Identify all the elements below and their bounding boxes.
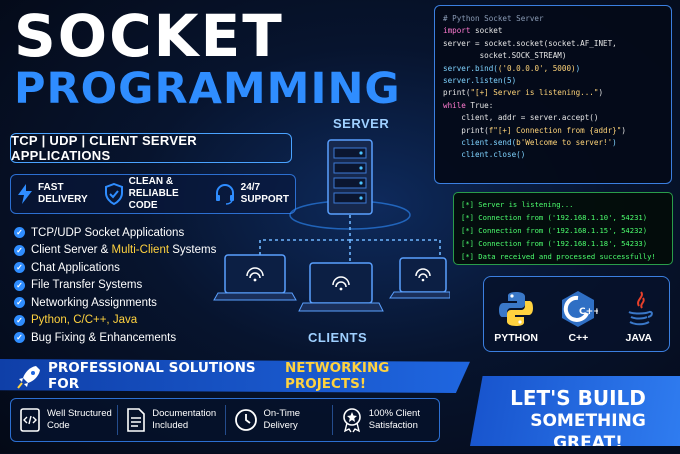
- check-icon: ✓: [14, 279, 25, 291]
- cta-banner: LET'S BUILD SOMETHING GREAT!: [470, 376, 680, 446]
- language-python: PYTHON: [494, 289, 538, 344]
- language-label: JAVA: [625, 331, 652, 344]
- list-item: ✓File Transfer Systems: [14, 277, 216, 295]
- document-icon: [127, 408, 146, 432]
- solutions-banner: PROFESSIONAL SOLUTIONS FOR NETWORKING PR…: [0, 359, 470, 393]
- feature-line1: CLEAN &: [128, 176, 174, 187]
- feature-clean-code: CLEAN &RELIABLE CODE: [104, 176, 198, 212]
- language-cpp: C++ C++: [558, 289, 598, 344]
- svg-text:C++: C++: [579, 307, 598, 317]
- cpp-logo-icon: C++: [562, 290, 598, 327]
- connection-lines: [259, 215, 441, 265]
- code-panel: # Python Socket Server import socket ser…: [434, 5, 672, 184]
- check-icon: ✓: [14, 332, 25, 344]
- feature-line2: DELIVERY: [38, 194, 88, 205]
- language-java: JAVA: [619, 289, 659, 344]
- laptop-icon: [389, 257, 450, 299]
- languages-panel: PYTHON C++ C++ JAVA: [483, 276, 670, 352]
- code-file-icon: [20, 408, 40, 432]
- list-item: ✓Client Server & Multi-Client Systems: [14, 242, 216, 260]
- headset-icon: [215, 184, 234, 205]
- cta-line2: SOMETHING GREAT!: [530, 411, 646, 453]
- banner-highlight: NETWORKING PROJECTS!: [284, 360, 390, 392]
- list-item: ✓Python, C/C++, Java: [14, 312, 216, 330]
- feature-line2: RELIABLE CODE: [128, 188, 179, 211]
- check-icon: ✓: [14, 297, 25, 309]
- list-item: ✓TCP/UDP Socket Applications: [14, 224, 216, 242]
- tagline-text: TCP | UDP | CLIENT SERVER APPLICATIONS: [11, 133, 197, 163]
- rocket-icon: [17, 366, 40, 389]
- clients-label: CLIENTS: [308, 330, 368, 345]
- list-item: ✓Chat Applications: [14, 259, 216, 277]
- clock-icon: [234, 409, 257, 431]
- python-logo-icon: [499, 291, 534, 326]
- tagline-box: TCP | UDP | CLIENT SERVER APPLICATIONS: [10, 133, 292, 163]
- lightning-icon: [18, 184, 32, 204]
- page-subtitle: PROGRAMMING: [14, 64, 401, 114]
- list-item: ✓Bug Fixing & Enhancements: [14, 329, 216, 347]
- shield-check-icon: [104, 183, 123, 205]
- feature-line1: FAST: [38, 182, 64, 193]
- award-badge-icon: [342, 408, 361, 433]
- check-icon: ✓: [14, 314, 25, 326]
- server-icon: [327, 139, 373, 215]
- check-icon: ✓: [14, 244, 25, 256]
- server-label: SERVER: [333, 116, 390, 131]
- language-label: PYTHON: [494, 331, 538, 344]
- cta-line1: LET'S BUILD: [510, 386, 646, 410]
- laptop-icon: [213, 254, 297, 301]
- java-logo-icon: [628, 290, 653, 325]
- list-item: ✓Networking Assignments: [14, 294, 216, 312]
- check-icon: ✓: [14, 262, 25, 274]
- banner-text: PROFESSIONAL SOLUTIONS FOR: [48, 360, 256, 392]
- feature-line2: SUPPORT: [240, 194, 289, 205]
- laptop-icon: [298, 262, 384, 312]
- check-icon: ✓: [14, 227, 25, 239]
- feature-line1: 24/7: [240, 182, 261, 193]
- network-diagram: [213, 139, 450, 312]
- page-title: SOCKET: [14, 2, 284, 70]
- services-list: ✓TCP/UDP Socket Applications ✓Client Ser…: [14, 224, 216, 347]
- terminal-output: [*] Server is listening... [*] Connectio…: [453, 192, 673, 265]
- language-label: C++: [568, 331, 589, 344]
